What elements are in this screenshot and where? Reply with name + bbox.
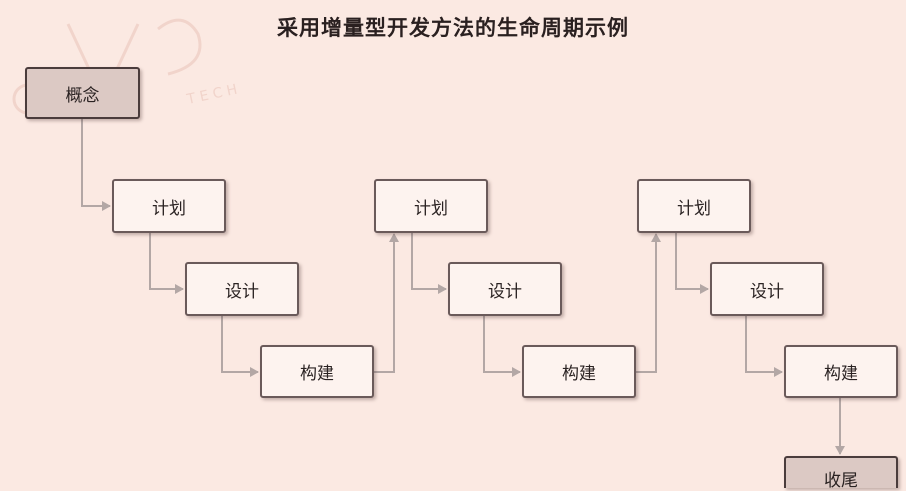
node-build-1: 构建: [260, 345, 374, 398]
node-design-3: 设计: [710, 262, 824, 316]
connector-design1-build1: [221, 316, 259, 377]
watermark-logo: T E C H: [12, 18, 239, 115]
connector-plan2-design2: [411, 233, 447, 294]
connector-build2-plan3: [636, 233, 661, 373]
node-concept: 概念: [25, 67, 140, 119]
diagram-title: 采用增量型开发方法的生命周期示例: [277, 16, 629, 40]
connector-build1-plan2: [374, 233, 399, 373]
connector-concept-plan1: [81, 119, 111, 211]
node-plan-2: 计划: [374, 179, 488, 233]
connector-plan1-design1: [149, 233, 184, 294]
node-closeout: 收尾: [784, 456, 898, 491]
node-plan-3: 计划: [637, 179, 751, 233]
node-plan-1: 计划: [112, 179, 226, 233]
connector-plan3-design3: [675, 233, 709, 294]
connector-design3-build3: [745, 316, 783, 377]
node-design-2: 设计: [448, 262, 562, 316]
node-build-3: 构建: [784, 345, 898, 398]
node-design-1: 设计: [185, 262, 299, 316]
connector-design2-build2: [483, 316, 521, 377]
node-build-2: 构建: [522, 345, 636, 398]
